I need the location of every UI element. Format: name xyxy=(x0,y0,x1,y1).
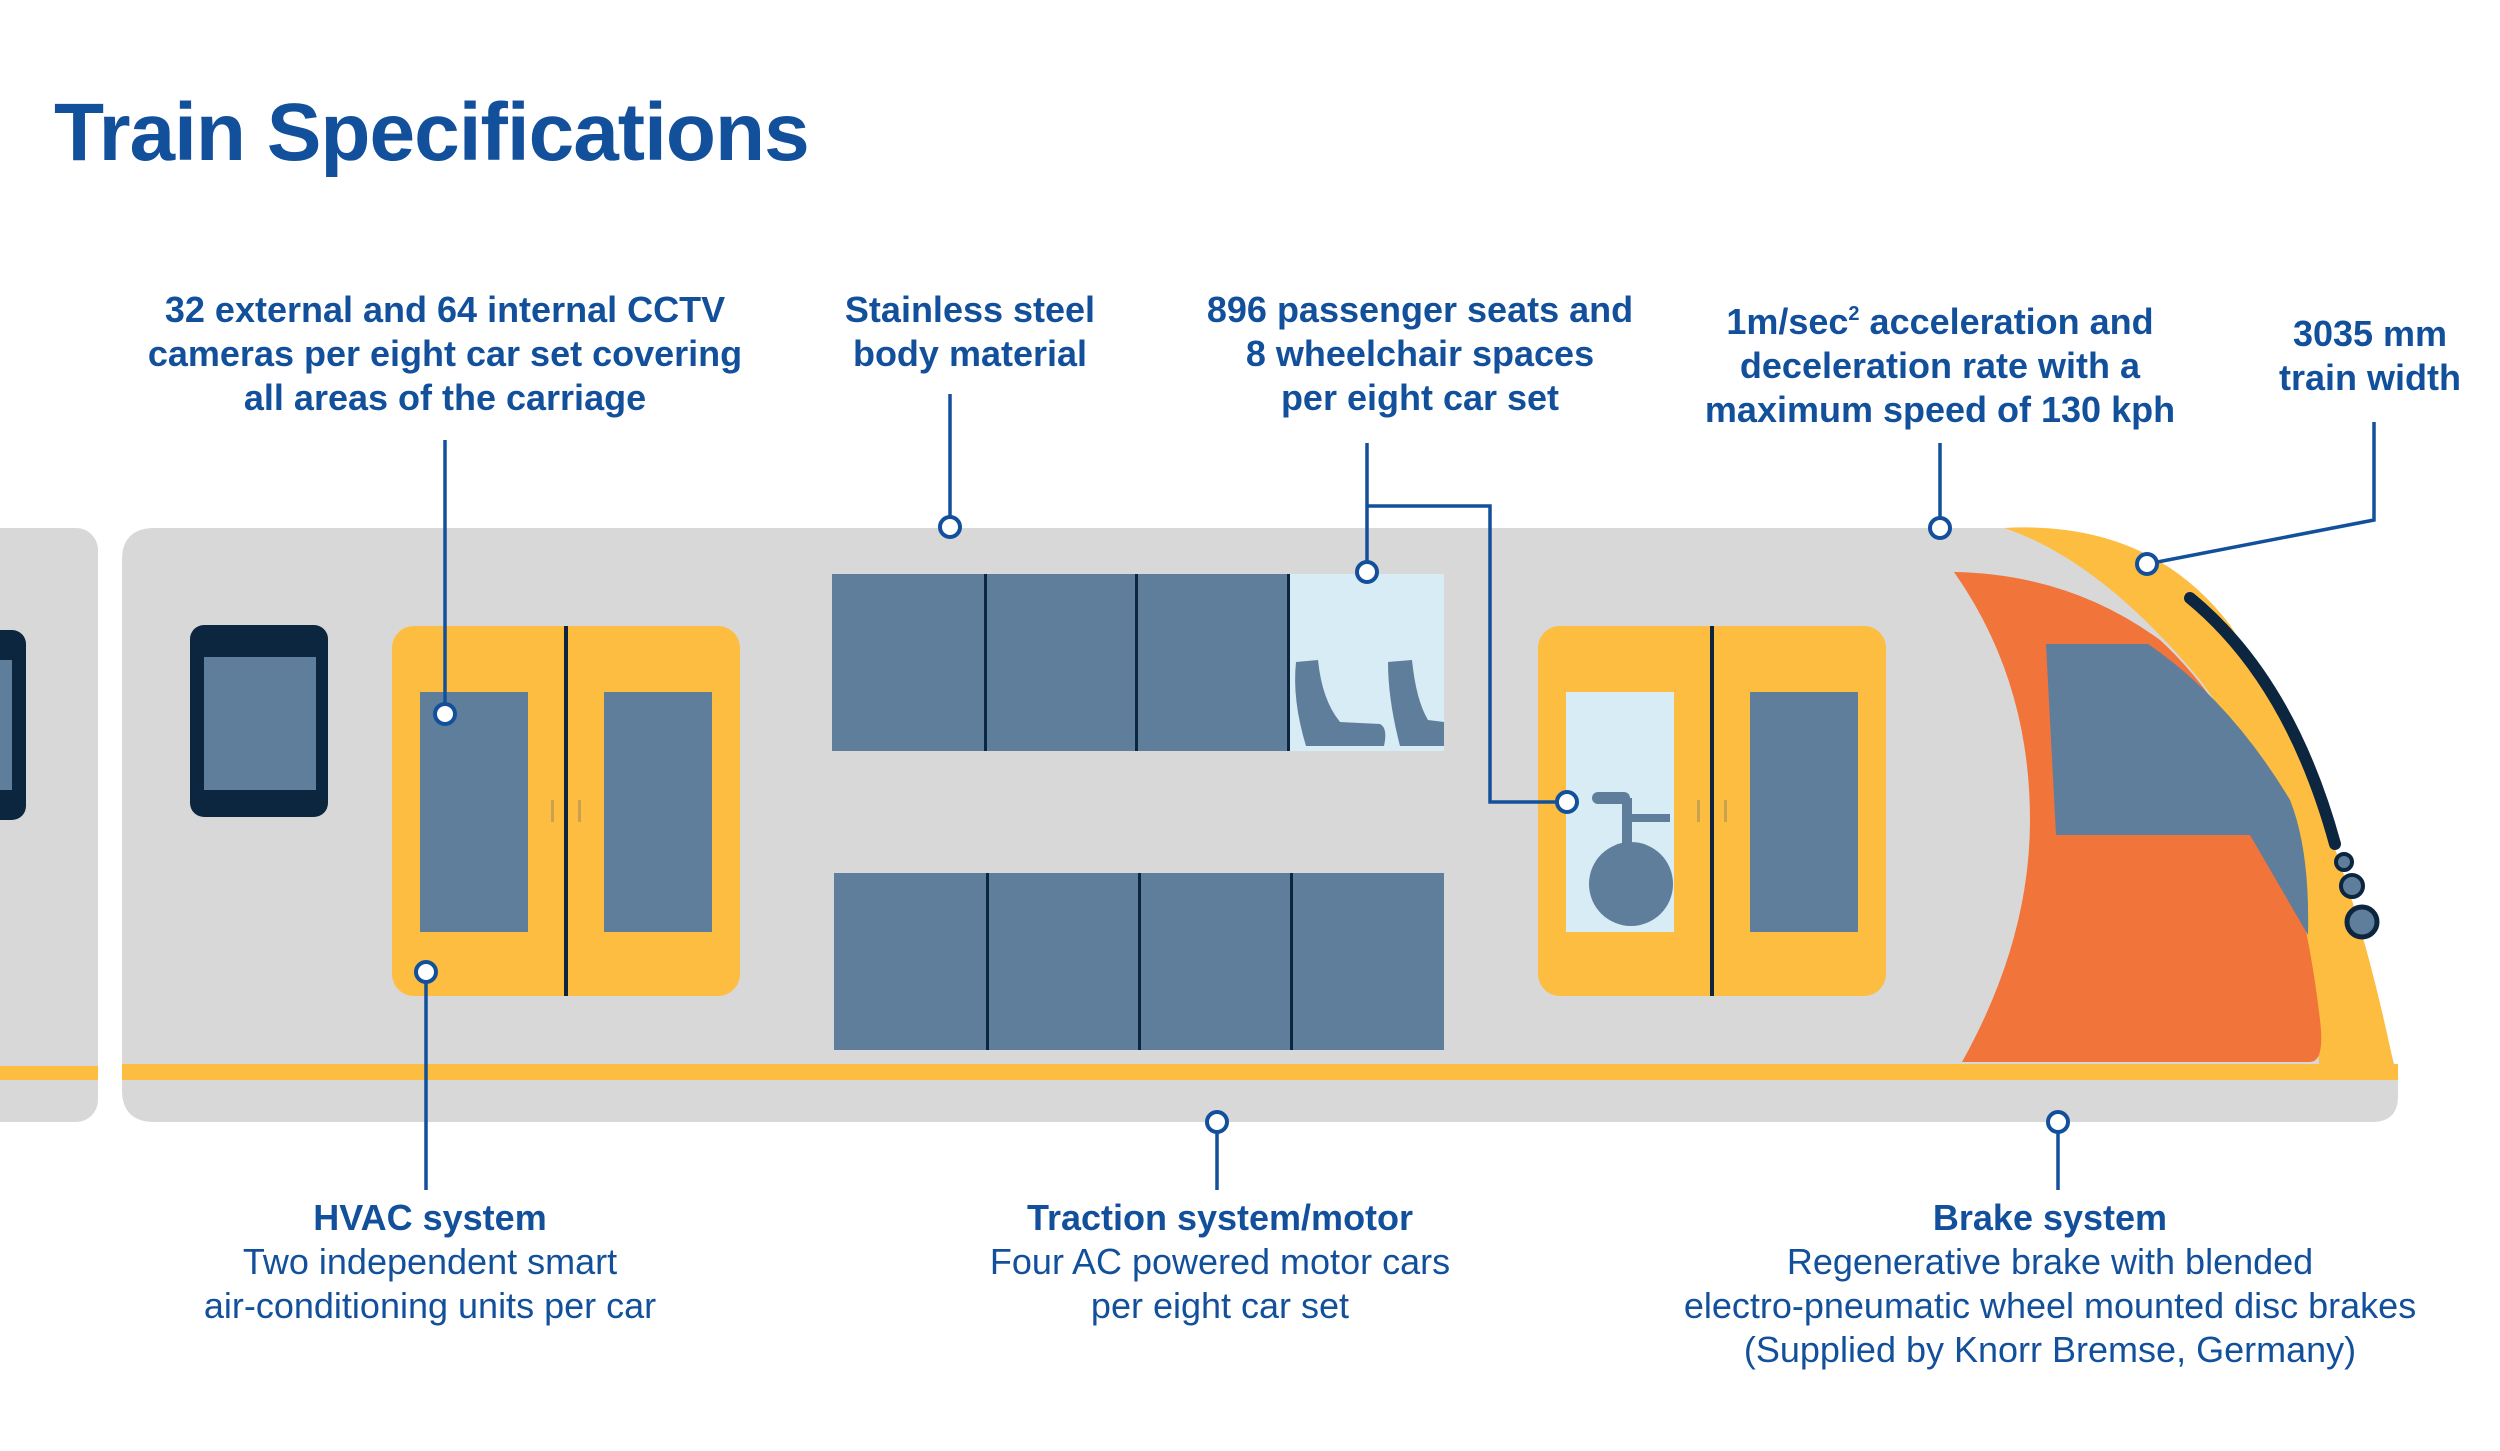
marker-body xyxy=(938,515,962,539)
marker-width xyxy=(2135,552,2159,576)
marker-accel xyxy=(1928,516,1952,540)
end-window xyxy=(204,657,316,790)
cab-windshield xyxy=(2046,644,2309,935)
brake-label: Brake system Regenerative brake with ble… xyxy=(1683,1197,2417,1370)
cctv-label: 32 external and 64 internal CCTV cameras… xyxy=(147,289,743,418)
door-left xyxy=(392,626,740,996)
marker-traction xyxy=(1205,1110,1229,1134)
train-width-label: 3035 mm train width xyxy=(2279,313,2461,398)
lower-windows xyxy=(834,873,1444,1050)
seat-icon-2 xyxy=(1388,660,1444,746)
previous-car xyxy=(0,528,98,1122)
wheelchair-icon xyxy=(1589,792,1673,926)
page-title: Train Specifications xyxy=(54,87,810,178)
marker-seats xyxy=(1355,560,1379,584)
nose-yellow-shell xyxy=(2004,527,2395,1071)
hvac-label: HVAC system Two independent smart air-co… xyxy=(203,1197,657,1326)
marker-cctv xyxy=(433,702,457,726)
headlights xyxy=(2334,852,2380,940)
marker-wheelchair xyxy=(1555,790,1579,814)
callout-markers xyxy=(414,515,2159,1134)
upper-windows xyxy=(832,574,1444,751)
marker-brake xyxy=(2046,1110,2070,1134)
marker-hvac xyxy=(414,960,438,984)
acceleration-label: 1m/sec2 acceleration and deceleration ra… xyxy=(1704,301,2176,430)
door-right xyxy=(1538,626,1886,996)
traction-label: Traction system/motor Four AC powered mo… xyxy=(989,1197,1451,1326)
nose-edge-strip xyxy=(2184,592,2341,850)
seats-label: 896 passenger seats and 8 wheelchair spa… xyxy=(1206,289,1634,418)
seat-icon xyxy=(1295,660,1386,746)
yellow-stripe xyxy=(122,1064,2398,1080)
body-material-label: Stainless steel body material xyxy=(844,289,1096,374)
